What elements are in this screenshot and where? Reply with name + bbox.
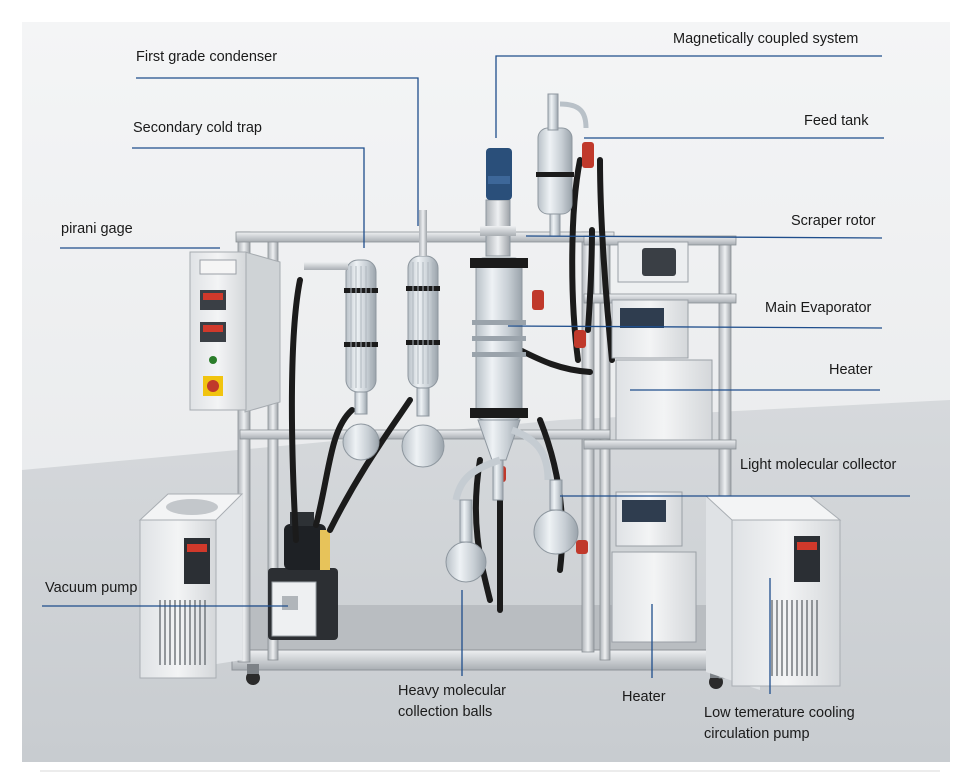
chiller-left [138, 493, 244, 679]
main-evaporator [470, 148, 528, 501]
feed-tank [536, 93, 589, 237]
label-vacuum-pump: Vacuum pump [45, 580, 138, 596]
label-feed-tank: Feed tank [804, 113, 869, 129]
label-low-temperature-cooling-pump: Low temerature cooling circulation pump [704, 705, 855, 742]
first-grade-condenser [401, 210, 445, 468]
label-main-evaporator: Main Evaporator [765, 300, 872, 316]
label-scraper-rotor: Scraper rotor [791, 213, 876, 229]
leader-lines [42, 55, 910, 694]
label-light-molecular-collector: Light molecular collector [740, 457, 897, 473]
label-heater-lower: Heater [622, 689, 666, 705]
control-box [189, 251, 281, 413]
secondary-cold-trap [304, 259, 380, 461]
label-pirani-gage: pirani gage [61, 221, 133, 237]
label-heavy-molecular-collection-balls: Heavy molecular collection balls [398, 683, 506, 720]
label-magnetically-coupled-system: Magnetically coupled system [673, 31, 859, 47]
heater-upper [611, 241, 713, 441]
heater-lower [611, 491, 697, 643]
light-collection-ball [510, 426, 579, 555]
heavy-collection-balls [445, 456, 502, 583]
label-first-grade-condenser: First grade condenser [136, 49, 278, 65]
chiller-right [704, 495, 842, 690]
label-heater-upper: Heater [829, 362, 873, 378]
label-secondary-cold-trap: Secondary cold trap [133, 120, 262, 136]
